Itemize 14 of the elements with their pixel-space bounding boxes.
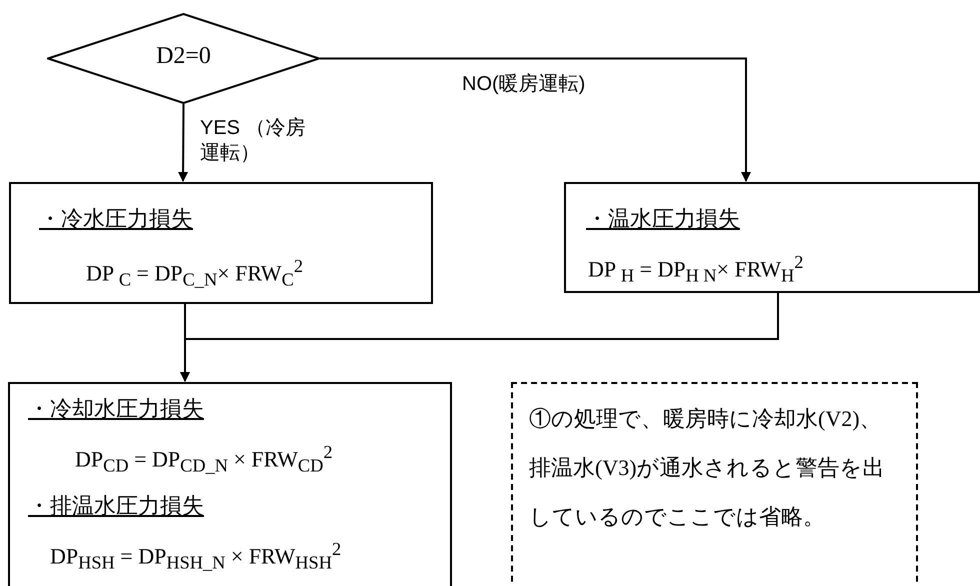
process-box (8, 382, 452, 586)
decision-diamond (47, 13, 320, 104)
arrow (320, 58, 751, 182)
edge-label: NO(暖房運転) (462, 72, 586, 97)
arrow (180, 293, 779, 382)
process-box (9, 182, 433, 304)
arrow (178, 104, 188, 182)
note-text: ①の処理で、暖房時に冷却水(V2)、排温水(V3)が通水されると警告を出しているのでここでは省略。 (529, 405, 886, 531)
section-heading: ・冷水圧力損失 (39, 205, 193, 233)
decision-label: D2=0 (155, 42, 212, 70)
section-heading: ・冷却水圧力損失 (28, 395, 204, 423)
process-box (564, 182, 980, 293)
section-heading: ・排温水圧力損失 (28, 492, 204, 520)
section-heading: ・温水圧力損失 (586, 205, 740, 233)
